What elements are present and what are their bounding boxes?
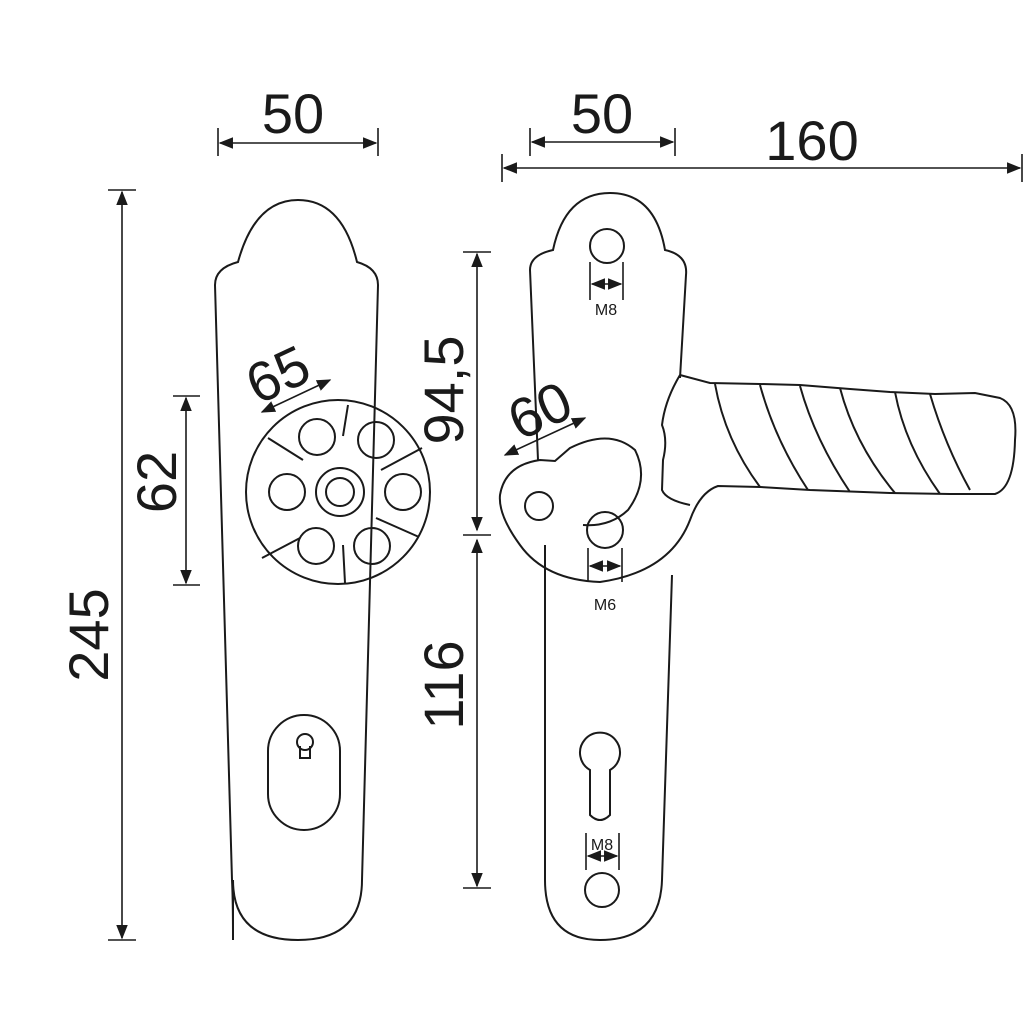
upper-distance-label: 94,5 — [412, 336, 475, 445]
handle-screw-label: M6 — [594, 597, 616, 614]
cylinder-hole — [579, 731, 621, 821]
lever-rosette-diameter-label: 60 — [498, 369, 581, 452]
top-screw-label: M8 — [595, 302, 617, 319]
key-escutcheon — [267, 714, 341, 831]
right-backplate-with-lever — [498, 191, 1017, 942]
left-height-label: 245 — [57, 588, 120, 681]
knob-rosette — [245, 399, 431, 585]
lever-handle — [498, 374, 1017, 584]
rosette-diameter-label: 65 — [236, 333, 319, 416]
projection-label: 160 — [765, 109, 858, 172]
screw-dimensions: M8 M6 M8 — [585, 262, 624, 870]
rosette-spacing-label: 62 — [125, 451, 188, 513]
lower-distance-label: 116 — [412, 640, 475, 729]
left-width-label: 50 — [262, 82, 324, 145]
bottom-screw-label: M8 — [591, 837, 613, 854]
right-width-label: 50 — [571, 82, 633, 145]
left-backplate — [213, 198, 431, 942]
